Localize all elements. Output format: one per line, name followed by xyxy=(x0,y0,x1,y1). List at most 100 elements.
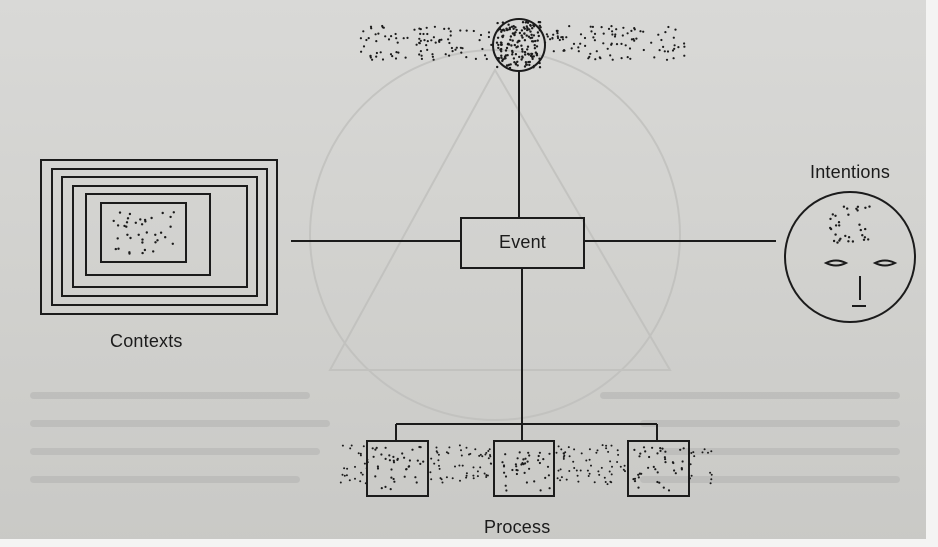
stipple-dot xyxy=(586,469,589,472)
stipple-dot xyxy=(503,55,507,58)
stipple-dot xyxy=(864,227,867,231)
stipple-dot xyxy=(580,452,583,455)
stipple-dot xyxy=(498,26,502,29)
stipple-dot xyxy=(401,452,404,455)
stipple-dot xyxy=(359,37,362,40)
stipple-dot xyxy=(689,463,692,466)
stipple-dot xyxy=(635,37,638,40)
stipple-dot xyxy=(703,448,706,451)
stipple-dot xyxy=(600,26,603,29)
stipple-dot xyxy=(593,481,596,484)
stipple-dot xyxy=(536,31,540,34)
stipple-dot xyxy=(128,252,131,255)
stipple-dot xyxy=(861,234,864,237)
stipple-dot xyxy=(648,455,651,459)
stipple-dot xyxy=(505,64,509,67)
stipple-dot xyxy=(375,40,378,43)
stipple-dot xyxy=(672,57,675,60)
stipple-dot xyxy=(431,55,434,58)
stipple-dot xyxy=(134,221,137,224)
stipple-dot xyxy=(707,451,709,454)
stipple-dot xyxy=(367,37,370,40)
stipple-dot xyxy=(709,471,712,474)
context-frame-3 xyxy=(61,176,258,297)
stipple-dot xyxy=(534,51,538,54)
stipple-dot xyxy=(520,58,523,61)
stipple-dot xyxy=(616,449,619,452)
stipple-dot xyxy=(509,35,513,38)
stipple-dot xyxy=(518,31,522,35)
stipple-dot xyxy=(435,446,438,449)
stipple-dot xyxy=(692,451,695,454)
stipple-dot xyxy=(117,247,120,250)
stipple-dot xyxy=(537,34,540,38)
stipple-dot xyxy=(710,450,713,453)
stipple-dot xyxy=(408,465,411,468)
stipple-dot xyxy=(609,460,612,463)
stipple-dot xyxy=(690,474,693,477)
stipple-dot xyxy=(458,464,461,467)
stipple-dot xyxy=(422,32,425,36)
stipple-dot xyxy=(642,48,645,52)
stipple-dot xyxy=(621,34,624,37)
stipple-dot xyxy=(497,43,500,47)
stipple-dot xyxy=(391,55,394,58)
stipple-dot xyxy=(710,478,713,481)
stipple-dot xyxy=(126,233,129,236)
stipple-dot xyxy=(419,446,422,449)
stipple-dot xyxy=(611,58,614,61)
stipple-dot xyxy=(563,452,565,455)
stipple-dot xyxy=(680,468,684,471)
stipple-dot xyxy=(465,472,468,475)
stipple-dot xyxy=(658,481,661,484)
stipple-dot xyxy=(478,39,481,42)
stipple-dot xyxy=(834,224,838,227)
stipple-dot xyxy=(499,41,503,44)
stipple-dot xyxy=(525,34,528,37)
stipple-dot xyxy=(432,58,435,61)
stipple-dot xyxy=(514,463,518,466)
stipple-dot xyxy=(592,36,595,39)
stipple-dot xyxy=(521,462,524,465)
stipple-dot xyxy=(381,58,385,61)
stipple-dot xyxy=(388,454,391,457)
stipple-dot xyxy=(459,46,462,49)
stipple-dot xyxy=(664,450,667,453)
stipple-dot xyxy=(487,31,491,34)
stipple-dot xyxy=(530,52,534,56)
stipple-dot xyxy=(577,480,580,483)
stipple-dot xyxy=(449,34,452,37)
stipple-dot xyxy=(683,42,686,45)
stipple-dot xyxy=(364,482,367,485)
stipple-dot xyxy=(465,56,468,59)
stipple-dot xyxy=(644,450,647,453)
stipple-dot xyxy=(402,37,405,40)
stipple-dot xyxy=(420,57,423,61)
stipple-dot xyxy=(524,457,527,460)
stipple-dot xyxy=(600,466,603,469)
stipple-dot xyxy=(557,469,560,472)
stipple-dot xyxy=(616,461,619,463)
stipple-dot xyxy=(858,223,861,226)
event-box xyxy=(460,217,585,269)
stipple-dot xyxy=(365,467,368,470)
stipple-dot xyxy=(125,221,129,224)
stipple-dot xyxy=(572,42,576,46)
stipple-dot xyxy=(664,458,667,461)
stipple-dot xyxy=(536,39,539,42)
stipple-dot xyxy=(375,51,378,55)
stipple-dot xyxy=(370,27,373,30)
stipple-dot xyxy=(661,447,664,450)
stipple-dot xyxy=(369,54,372,58)
stipple-dot xyxy=(510,25,514,28)
stipple-dot xyxy=(619,465,622,468)
stipple-dot xyxy=(611,33,614,36)
stipple-dot xyxy=(384,485,387,488)
stipple-dot xyxy=(465,446,468,449)
stipple-dot xyxy=(538,451,542,454)
stipple-dot xyxy=(487,450,490,452)
stipple-dot xyxy=(395,37,398,40)
stipple-dot xyxy=(660,38,663,42)
stipple-dot xyxy=(145,231,148,234)
stipple-dot xyxy=(606,483,609,486)
